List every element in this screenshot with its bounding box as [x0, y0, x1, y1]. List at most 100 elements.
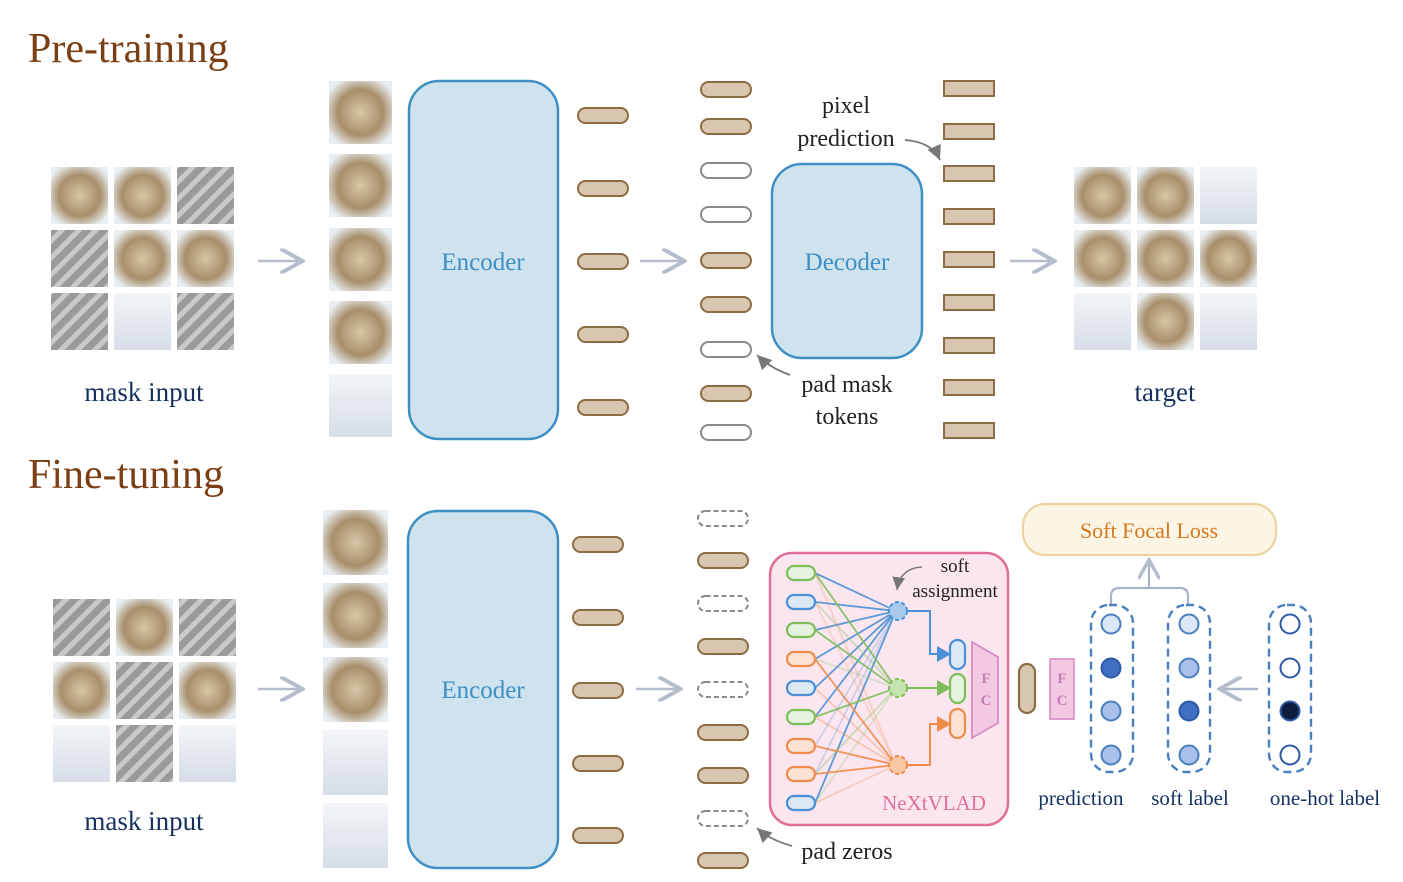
fc-layer-outer	[1049, 658, 1075, 720]
pad-mask-label-line2: tokens	[816, 404, 879, 430]
one-hot-node	[1279, 700, 1301, 722]
decoder-block	[770, 162, 924, 360]
patch-image	[1200, 230, 1257, 287]
prediction-node	[1100, 613, 1122, 635]
mask-token	[700, 206, 752, 223]
feature-pill	[785, 621, 817, 639]
patch-image	[1200, 167, 1257, 224]
soft-focal-loss-label: Soft Focal Loss	[1080, 518, 1218, 543]
patch-image	[323, 730, 388, 795]
patch-image	[1137, 230, 1194, 287]
feature-pill	[785, 708, 817, 726]
feature-pill	[785, 564, 817, 582]
one-hot-node	[1279, 613, 1301, 635]
patch-image	[1137, 293, 1194, 350]
output-token	[943, 251, 995, 268]
pretrain-padded-tokens	[700, 81, 752, 441]
feature-pill	[785, 650, 817, 668]
token	[700, 296, 752, 313]
mask-token	[700, 341, 752, 358]
feature-pill	[785, 593, 817, 611]
output-token	[943, 123, 995, 140]
output-token	[943, 337, 995, 354]
one-hot-node	[1279, 744, 1301, 766]
patch-image	[329, 228, 392, 291]
aggregated-feature-blue	[948, 638, 967, 671]
pretrain-decoder-outputs	[943, 80, 995, 439]
patch-image	[329, 301, 392, 364]
aggregated-feature-orange	[948, 707, 967, 740]
cluster-node-orange	[888, 755, 908, 775]
soft-label-node	[1178, 657, 1200, 679]
zero-token	[697, 681, 749, 698]
pretrain-encoded-tokens	[577, 107, 629, 416]
pretrain-encoder-label: Encoder	[441, 249, 525, 276]
fc-outer-label-c: C	[1057, 693, 1068, 709]
patch-image	[179, 725, 236, 782]
patch-image	[329, 374, 392, 437]
token	[697, 767, 749, 784]
mask-token	[700, 162, 752, 179]
finetune-padded-tokens	[697, 510, 749, 869]
patch-image	[114, 167, 171, 224]
pixel-prediction-label-line1: pixel	[822, 93, 870, 119]
annotation-arrow-icon	[756, 354, 791, 376]
video-feature-pill	[1017, 662, 1037, 715]
patch-image	[1074, 230, 1131, 287]
masked-patch	[116, 662, 173, 719]
pretrain-mask-input-grid	[51, 167, 234, 350]
patch-image	[114, 230, 171, 287]
token	[572, 536, 624, 553]
one-hot-vector	[1267, 603, 1313, 774]
pad-zeros-label: pad zeros	[801, 839, 892, 865]
token	[572, 755, 624, 772]
annotation-arrow-icon	[904, 139, 941, 161]
token	[572, 609, 624, 626]
soft-label-node	[1178, 613, 1200, 635]
token	[700, 118, 752, 135]
feature-pill	[785, 794, 817, 812]
token	[700, 385, 752, 402]
aggregated-feature-green	[948, 672, 967, 705]
fc-inner-label-f: F	[981, 671, 990, 687]
annotation-arrow-icon	[892, 566, 923, 591]
soft-assignment-label-line1: soft	[941, 556, 970, 577]
output-token	[943, 294, 995, 311]
token	[697, 638, 749, 655]
patch-image	[114, 293, 171, 350]
token	[577, 253, 629, 270]
zero-token	[697, 810, 749, 827]
patch-image	[329, 154, 392, 217]
pretrain-visible-patches	[329, 81, 392, 437]
zero-token	[697, 510, 749, 527]
pretrain-encoder-block	[407, 79, 560, 441]
token	[697, 552, 749, 569]
token	[572, 682, 624, 699]
finetune-mask-input-grid	[53, 599, 236, 782]
masked-patch	[177, 293, 234, 350]
target-grid	[1074, 167, 1257, 350]
output-token	[943, 80, 995, 97]
route-arrow-icon	[907, 610, 951, 662]
decoder-label: Decoder	[805, 249, 890, 276]
output-token	[943, 422, 995, 439]
target-label: target	[1135, 377, 1196, 407]
soft-label-node	[1178, 700, 1200, 722]
output-token	[943, 208, 995, 225]
soft-label-node	[1178, 744, 1200, 766]
token	[572, 827, 624, 844]
output-token	[943, 379, 995, 396]
finetune-encoded-tokens	[572, 536, 624, 844]
soft-focal-loss-box	[1021, 502, 1278, 557]
token	[697, 724, 749, 741]
feature-pill	[785, 679, 817, 697]
patch-image	[53, 725, 110, 782]
token	[577, 107, 629, 124]
patch-image	[1200, 293, 1257, 350]
token	[577, 399, 629, 416]
soft-label-vector	[1166, 603, 1212, 774]
finetune-encoder-block	[406, 509, 560, 870]
patch-image	[179, 662, 236, 719]
masked-patch	[179, 599, 236, 656]
